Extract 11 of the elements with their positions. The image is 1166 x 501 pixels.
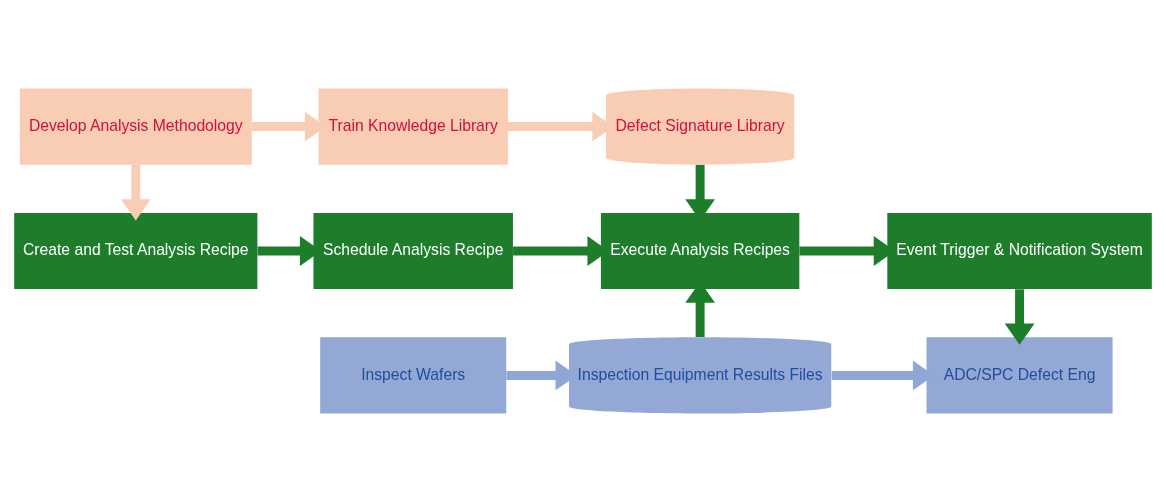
node-box: Execute Analysis Recipes bbox=[600, 212, 800, 289]
arrow bbox=[506, 360, 577, 390]
arrow bbox=[1004, 288, 1035, 345]
node-box: Train Knowledge Library bbox=[318, 88, 508, 165]
node-box: Schedule Analysis Recipe bbox=[313, 212, 513, 289]
arrow bbox=[120, 164, 151, 220]
node-box: ADC/SPC Defect Eng bbox=[926, 336, 1113, 413]
node-box: Event Trigger & Notification System bbox=[887, 212, 1152, 289]
node-box: Inspect Wafers bbox=[320, 336, 507, 413]
node-box: Create and Test Analysis Recipe bbox=[14, 212, 258, 289]
node-box: Develop Analysis Methodology bbox=[19, 88, 252, 165]
